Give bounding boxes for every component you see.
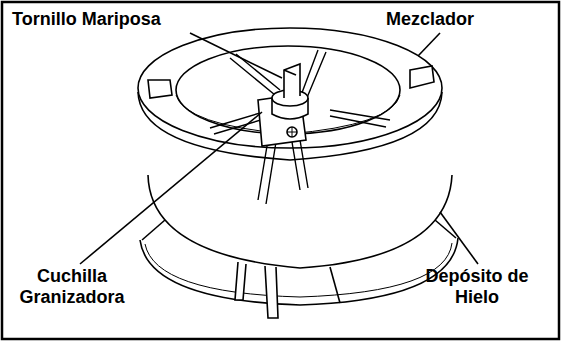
part-label: Tornillo Mariposa [12,9,212,30]
part-label: Mezclador [386,9,506,30]
ice-reservoir [140,175,458,318]
leader-lines [80,33,478,264]
wing-bolt [272,64,308,119]
mixer-ring [138,28,442,160]
part-label: Depósito de Hielo [425,266,529,308]
part-label: Cuchilla Granizadora [10,266,134,308]
mixer-spokes [210,50,390,204]
